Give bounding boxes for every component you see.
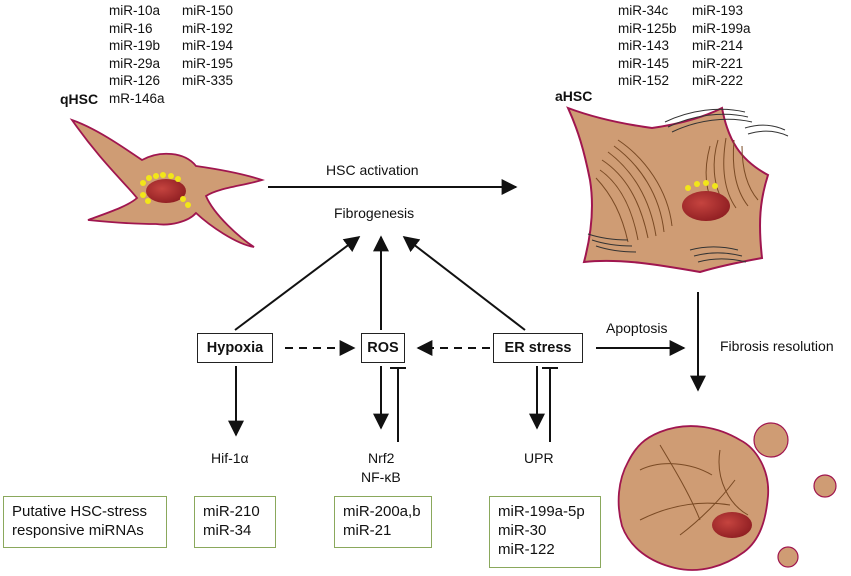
hsc-activation-label: HSC activation: [326, 162, 419, 178]
hif-1a-label: Hif-1α: [211, 450, 249, 466]
mirna-item: miR-210: [203, 503, 260, 520]
apoptotic-body: [813, 474, 837, 498]
arrow-hypoxia-to-fibrogenesis: [234, 236, 361, 331]
mirna-item: miR-150: [182, 3, 234, 18]
mirna-item: miR-34: [203, 522, 252, 539]
mirna-item: miR-214: [692, 38, 744, 54]
ahsc-label: aHSC: [555, 88, 593, 104]
nfkb-label: NF-κB: [361, 469, 401, 485]
mirna-item: miR-192: [182, 20, 234, 36]
apoptotic-nucleus: [712, 512, 752, 538]
qhsc-mirna-list-1: miR-10a miR-16 miR-19b miR-29a miR-126 m…: [109, 2, 165, 108]
mirna-item: miR-199a: [692, 20, 751, 36]
ahsc-mirna-list-2: miR-193 miR-199a miR-214 miR-221 miR-222: [692, 2, 751, 90]
mirna-item: miR-125b: [618, 20, 677, 36]
qhsc-nucleus: [146, 179, 186, 203]
mirna-item: miR-194: [182, 38, 234, 54]
qhsc-lipid-droplets: [140, 172, 191, 208]
mirna-item: miR-199a-5p: [498, 503, 585, 520]
mirna-item: miR-21: [343, 522, 392, 539]
mirna-item: mR-146a: [109, 90, 165, 106]
upr-label: UPR: [524, 450, 554, 466]
mirna-item: miR-195: [182, 55, 234, 71]
ahsc-cell: [566, 106, 789, 274]
legend-line: responsive miRNAs: [12, 522, 144, 539]
mirna-item: miR-193: [692, 3, 744, 18]
mirna-item: miR-29a: [109, 55, 161, 71]
ahsc-lipid-droplets: [685, 180, 718, 191]
fibrogenesis-label: Fibrogenesis: [334, 205, 415, 221]
nrf2-label: Nrf2: [368, 450, 395, 466]
mirna-item: miR-30: [498, 522, 547, 539]
mirna-item: miR-16: [109, 20, 153, 36]
apoptotic-body: [777, 546, 799, 568]
mirna-item: miR-143: [618, 38, 670, 54]
mirna-item: miR-145: [618, 55, 670, 71]
mirna-item: miR-19b: [109, 38, 161, 54]
apoptotic-fibers: [639, 444, 749, 536]
mirna-item: miR-34c: [618, 3, 669, 18]
mirna-item: miR-10a: [109, 3, 161, 18]
ahsc-mirna-list-1: miR-34c miR-125b miR-143 miR-145 miR-152: [618, 2, 677, 90]
mirna-item: miR-335: [182, 73, 234, 89]
mirna-item: miR-126: [109, 73, 161, 89]
legend-line: Putative HSC-stress: [12, 503, 148, 520]
hypoxia-box: Hypoxia: [197, 333, 273, 363]
apoptosis-label: Apoptosis: [606, 320, 668, 336]
apoptotic-cell: [617, 422, 837, 571]
qhsc-mirna-list-2: miR-150 miR-192 miR-194 miR-195 miR-335: [182, 2, 233, 90]
legend-box: Putative HSC-stress responsive miRNAs: [3, 496, 167, 548]
mirna-item: miR-200a,b: [343, 503, 421, 520]
qhsc-label: qHSC: [60, 91, 99, 107]
mirna-item: miR-122: [498, 541, 555, 558]
mirna-item: miR-152: [618, 73, 670, 89]
ahsc-nucleus: [682, 191, 730, 221]
arrow-er-to-fibrogenesis: [402, 236, 526, 331]
ros-mirna-box: miR-200a,b miR-21: [334, 496, 432, 548]
er-stress-box: ER stress: [493, 333, 583, 363]
ros-box: ROS: [361, 333, 405, 363]
apoptotic-body: [753, 422, 789, 458]
er-stress-mirna-box: miR-199a-5p miR-30 miR-122: [489, 496, 601, 568]
mirna-item: miR-221: [692, 55, 744, 71]
ahsc-outer-fibers: [587, 108, 789, 263]
qhsc-cell: [69, 118, 265, 248]
mirna-item: miR-222: [692, 73, 744, 89]
hypoxia-mirna-box: miR-210 miR-34: [194, 496, 276, 548]
fibrosis-resolution-label: Fibrosis resolution: [720, 338, 834, 354]
